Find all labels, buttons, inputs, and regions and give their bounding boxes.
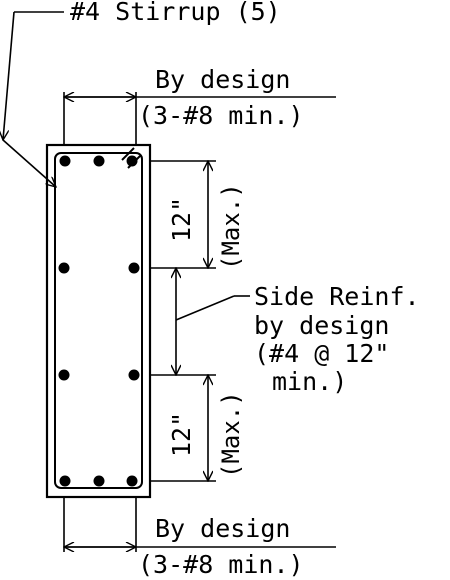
upper-max-label: (Max.) [217, 183, 245, 270]
bottom-bars-dimension [64, 497, 336, 552]
side-reinf-line2: by design [254, 311, 389, 340]
side-spacing-dimensions [150, 161, 250, 481]
lower-spacing-label: 12" [167, 412, 196, 457]
top-bars-dimension [64, 92, 336, 145]
top-bar [126, 155, 138, 167]
side-reinf-line1: Side Reinf. [254, 282, 420, 311]
bottom-by-design-label: By design [155, 514, 290, 543]
side-reinf-line3: (#4 @ 12" [254, 339, 389, 368]
top-bar [93, 155, 105, 167]
bottom-bar [93, 475, 105, 487]
stirrup-label: #4 Stirrup (5) [70, 0, 281, 26]
top-by-design-label: By design [155, 65, 290, 94]
side-bar [58, 262, 70, 274]
bottom-min-label: (3-#8 min.) [138, 550, 304, 579]
stirrup-leader [3, 11, 64, 187]
top-bar [59, 155, 71, 167]
beam-outline [45, 143, 152, 499]
side-reinf-line4: min.) [272, 367, 347, 396]
side-bar [128, 369, 140, 381]
side-bar [128, 262, 140, 274]
upper-spacing-label: 12" [167, 197, 196, 242]
stirrup-outline [54, 152, 143, 489]
bottom-bar [59, 475, 71, 487]
lower-max-label: (Max.) [217, 391, 245, 478]
bottom-bar [126, 475, 138, 487]
side-bar [58, 369, 70, 381]
top-bars [59, 155, 138, 167]
side-bars [58, 262, 140, 381]
top-min-label: (3-#8 min.) [138, 101, 304, 130]
bottom-bars [59, 475, 138, 487]
